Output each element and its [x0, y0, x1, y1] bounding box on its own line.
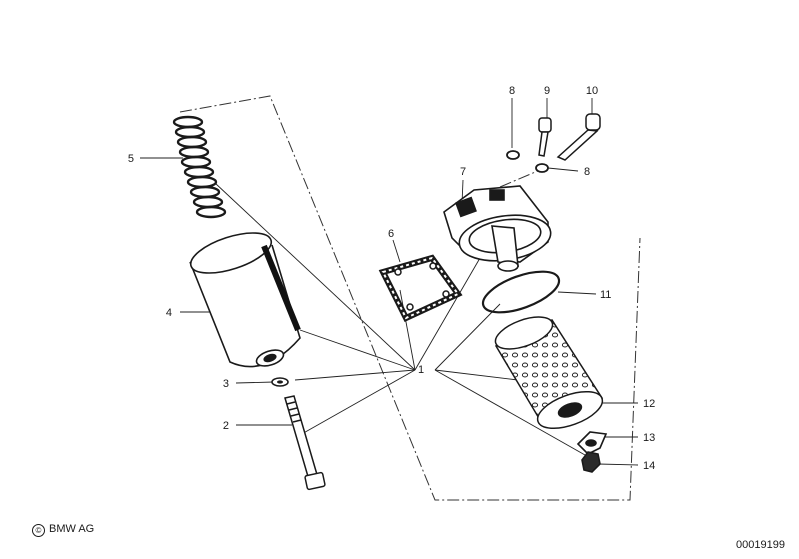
callout-1: 1 — [418, 364, 424, 376]
long-screw — [556, 113, 601, 161]
washer — [271, 377, 289, 387]
leader-lines-part-1 — [214, 182, 586, 456]
filter-head — [443, 185, 552, 272]
callout-9: 9 — [544, 85, 550, 97]
callout-7: 7 — [460, 166, 466, 178]
filter-element — [494, 316, 604, 430]
callout-8-lower: 8 — [584, 166, 590, 178]
assembly-lines — [179, 95, 641, 501]
callout-12: 12 — [643, 398, 655, 410]
copyright-notice: © BMW AG — [32, 523, 94, 537]
callout-8-upper: 8 — [509, 85, 515, 97]
short-screw — [538, 117, 552, 157]
hex-nut — [581, 451, 601, 473]
filter-housing — [189, 232, 301, 368]
long-bolt — [284, 395, 326, 491]
copyright-text: BMW AG — [49, 523, 95, 535]
callout-14: 14 — [643, 460, 655, 472]
callout-2: 2 — [223, 420, 229, 432]
callout-labels: 1 2 3 4 5 6 7 8 9 10 8 11 12 13 14 — [128, 85, 655, 472]
lock-washer-lower — [535, 163, 549, 173]
lock-washer-upper — [506, 150, 520, 160]
callout-11: 11 — [600, 289, 611, 301]
callout-10: 10 — [586, 85, 598, 97]
diagram-number: 00019199 — [736, 539, 785, 551]
callout-5: 5 — [128, 153, 134, 165]
flat-washer — [576, 431, 608, 455]
gasket — [378, 254, 463, 322]
callout-6: 6 — [388, 228, 394, 240]
callout-13: 13 — [643, 432, 655, 444]
spring — [172, 115, 227, 219]
copyright-symbol: © — [32, 524, 45, 537]
callout-3: 3 — [223, 378, 229, 390]
callout-4: 4 — [166, 307, 172, 319]
o-ring — [481, 270, 561, 314]
